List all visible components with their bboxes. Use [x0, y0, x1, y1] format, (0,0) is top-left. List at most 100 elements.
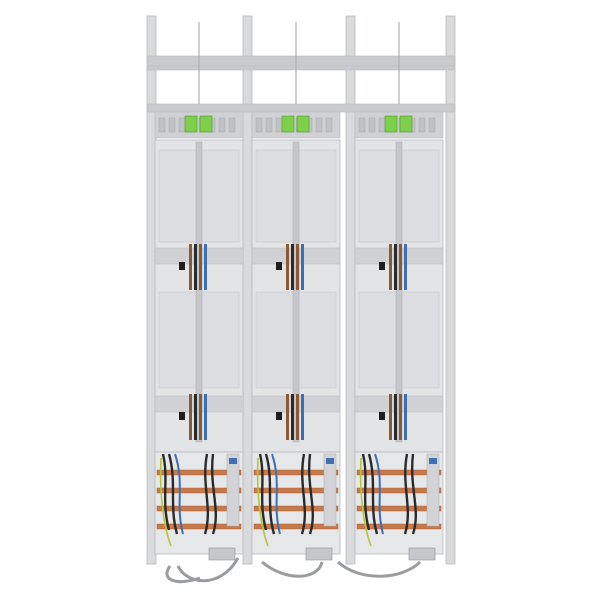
neutral-cable — [374, 453, 384, 535]
feeder-cable — [161, 453, 171, 531]
copper-busbar — [253, 487, 339, 494]
feeder-cable — [300, 453, 307, 535]
wire-black — [291, 244, 294, 290]
wire-black — [194, 394, 197, 440]
terminal-marker — [429, 458, 437, 464]
terminal-block — [178, 117, 186, 133]
terminal-column — [426, 453, 440, 527]
terminal-block — [275, 117, 283, 133]
terminal-block — [418, 117, 426, 133]
wire-brown — [389, 394, 392, 440]
terminal-block — [325, 117, 333, 133]
wire-black — [394, 394, 397, 440]
connector-block — [379, 262, 385, 270]
frame-post — [242, 15, 253, 565]
wire-brown — [199, 394, 202, 440]
center-rail — [195, 141, 203, 443]
wire-black — [394, 244, 397, 290]
feeder-cable — [308, 453, 314, 535]
interconnect-cable — [176, 557, 240, 583]
terminal-block — [358, 117, 366, 133]
terminal-block — [255, 117, 263, 133]
copper-busbar — [356, 469, 442, 476]
neutral-cable — [174, 453, 184, 535]
top-rail — [147, 103, 455, 113]
wire-blue — [301, 394, 304, 440]
terminal-block — [265, 117, 273, 133]
terminal-block — [228, 117, 236, 133]
earth-wire — [256, 457, 269, 547]
wire-brown — [189, 244, 192, 290]
terminal-block — [368, 117, 376, 133]
top-rail — [147, 55, 455, 67]
copper-busbar — [356, 523, 442, 530]
green-terminal — [281, 115, 295, 133]
feeder-cable — [411, 453, 417, 535]
bottom-terminal — [305, 547, 333, 561]
connector-block — [276, 412, 282, 420]
terminal-column — [226, 453, 240, 527]
wire-black — [194, 244, 197, 290]
feeder-cable — [258, 453, 268, 531]
feeder-cable — [403, 453, 410, 535]
green-terminal — [384, 115, 398, 133]
wire-brown — [296, 244, 299, 290]
copper-busbar — [253, 523, 339, 530]
wire-brown — [189, 394, 192, 440]
copper-busbar — [356, 487, 442, 494]
copper-busbar — [156, 523, 242, 530]
wire-brown — [199, 244, 202, 290]
green-terminal — [296, 115, 310, 133]
cabinet-field — [354, 22, 444, 561]
interconnect-cable — [336, 560, 422, 578]
green-terminal — [199, 115, 213, 133]
feeder-cable — [367, 453, 379, 535]
terminal-column — [323, 453, 337, 527]
terminal-block — [315, 117, 323, 133]
feeder-cable — [361, 453, 371, 531]
green-terminal — [399, 115, 413, 133]
top-rail — [147, 65, 455, 71]
neutral-cable — [271, 453, 281, 535]
wire-blue — [404, 394, 407, 440]
cabinet-field — [251, 22, 341, 561]
wire-blue — [204, 244, 207, 290]
connector-block — [379, 412, 385, 420]
interconnect-cable — [165, 565, 201, 583]
terminal-block — [168, 117, 176, 133]
bottom-terminal — [408, 547, 436, 561]
wire-brown — [286, 394, 289, 440]
copper-busbar — [356, 505, 442, 512]
terminal-block — [428, 117, 436, 133]
center-rail — [292, 141, 300, 443]
connector-block — [276, 262, 282, 270]
center-rail — [395, 141, 403, 443]
wire-blue — [404, 244, 407, 290]
wire-brown — [399, 244, 402, 290]
wire-brown — [286, 244, 289, 290]
terminal-block — [158, 117, 166, 133]
feeder-cable — [264, 453, 276, 535]
cabinet-field — [154, 22, 244, 561]
copper-busbar — [156, 487, 242, 494]
cabinet — [146, 15, 456, 583]
copper-busbar — [156, 469, 242, 476]
copper-busbar — [253, 469, 339, 476]
wire-blue — [204, 394, 207, 440]
bottom-terminal — [208, 547, 236, 561]
earth-wire — [159, 457, 172, 547]
earth-wire — [359, 457, 372, 547]
wire-brown — [296, 394, 299, 440]
frame-post — [445, 15, 456, 565]
terminal-marker — [229, 458, 237, 464]
green-terminal — [184, 115, 198, 133]
feeder-cable — [211, 453, 217, 535]
wire-brown — [389, 244, 392, 290]
copper-busbar — [253, 505, 339, 512]
wire-brown — [399, 394, 402, 440]
feeder-cable — [203, 453, 210, 535]
frame-post — [345, 15, 356, 565]
interconnect-cable — [261, 560, 324, 578]
wire-black — [291, 394, 294, 440]
